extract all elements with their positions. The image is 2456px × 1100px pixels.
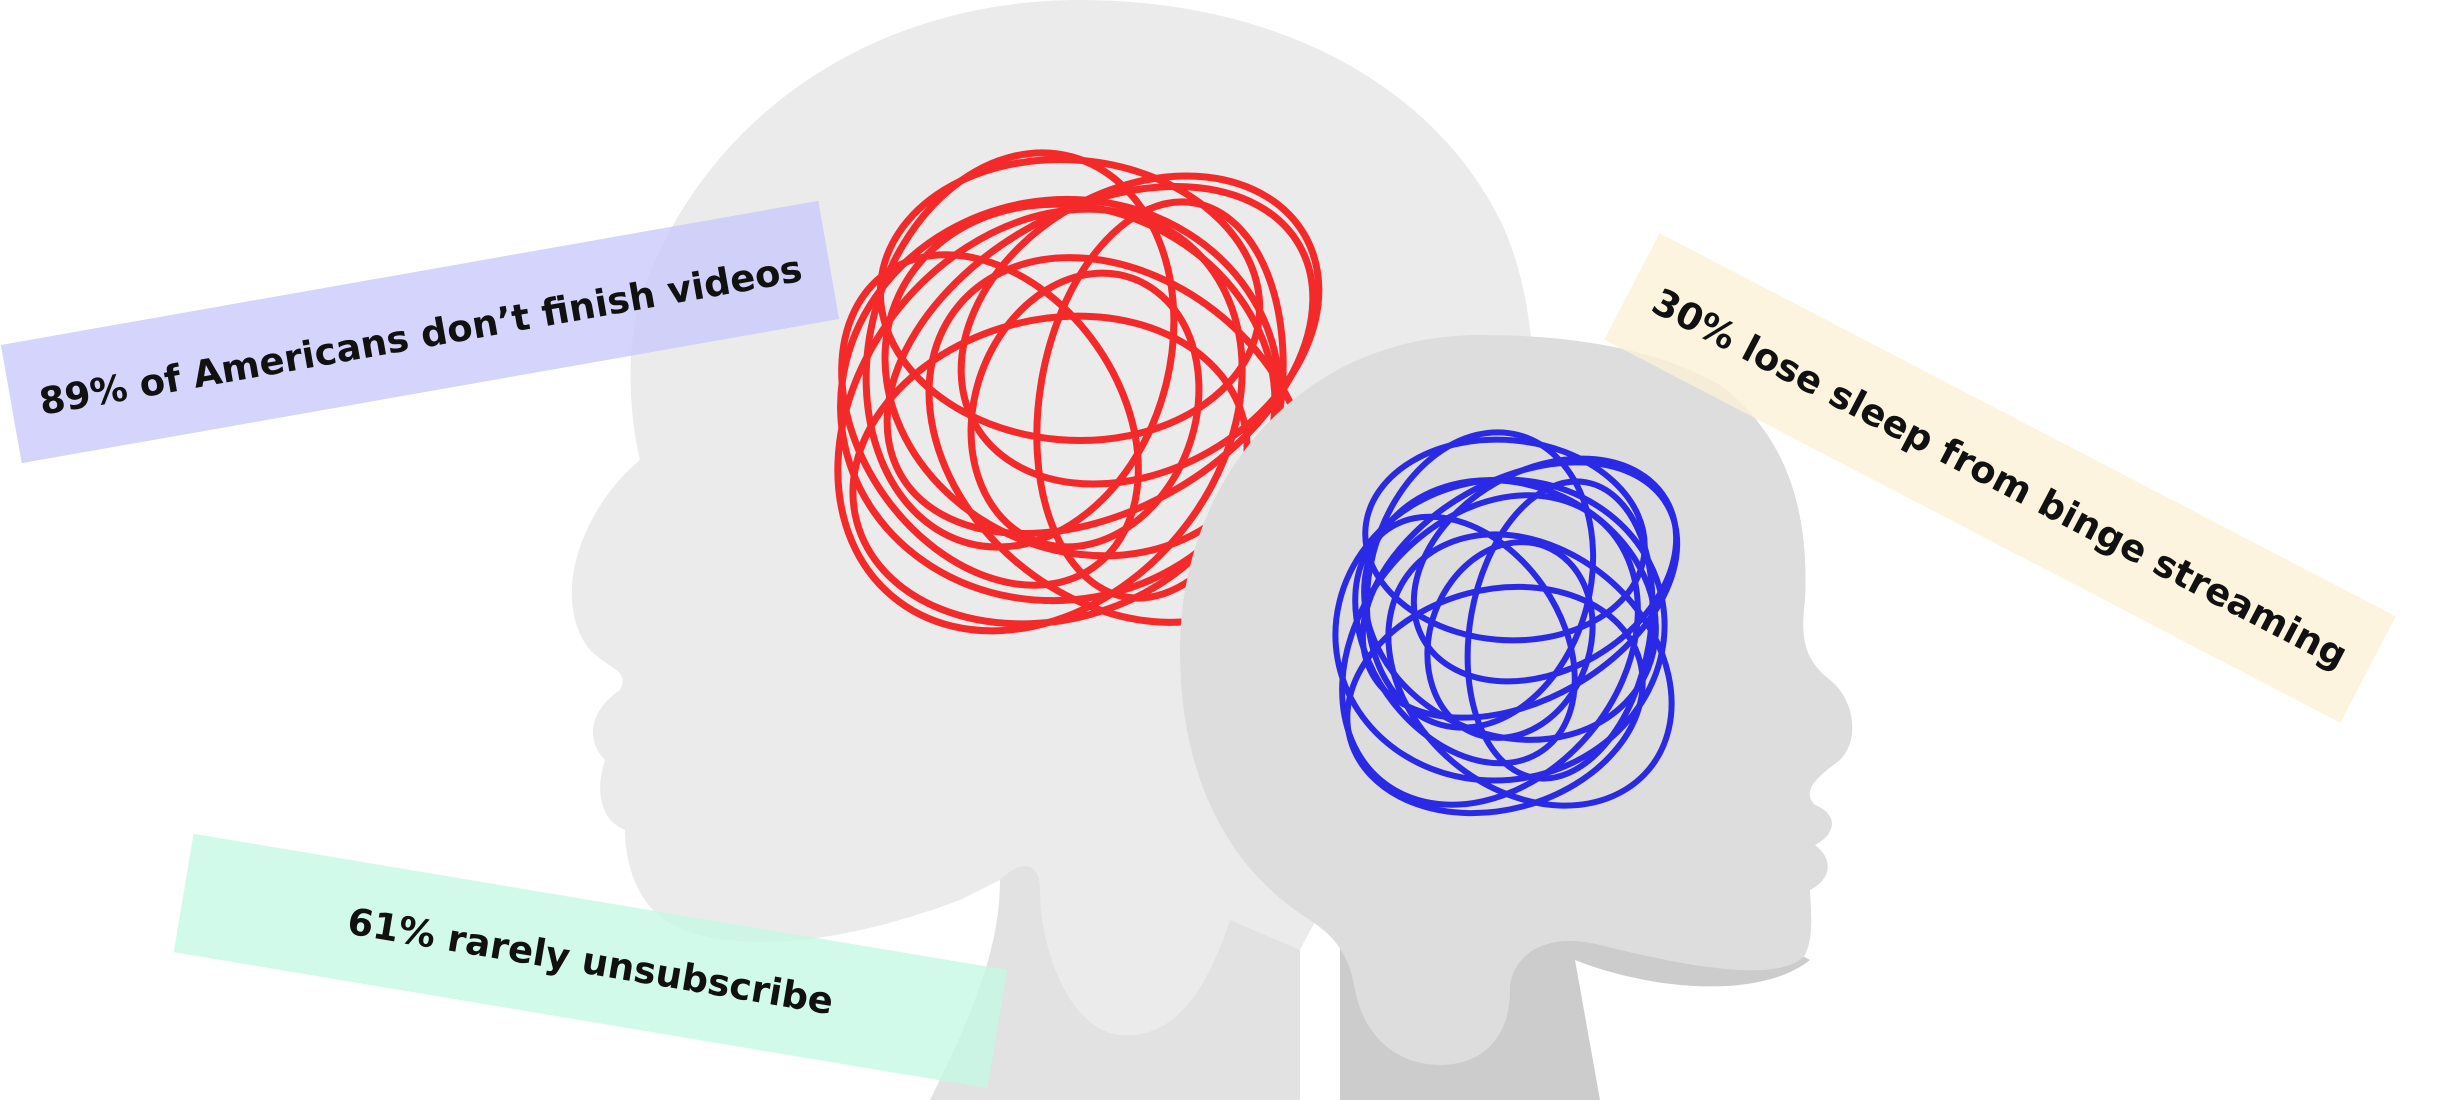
red-loop	[876, 156, 1264, 444]
blue-loop	[1352, 513, 1578, 767]
blue-loop	[1385, 531, 1675, 809]
blue-loop	[1464, 478, 1656, 782]
blue-loop	[1339, 492, 1641, 808]
red-loop	[883, 183, 1317, 537]
right-head-silhouette-icon	[1180, 335, 1853, 1100]
red-loop	[957, 172, 1323, 488]
blue-loop	[1410, 455, 1680, 685]
red-loop	[834, 205, 1246, 635]
red-scribble-icon	[834, 149, 1323, 635]
right-head-shape	[1180, 335, 1853, 1065]
red-loop	[838, 251, 1142, 589]
blue-loop	[1363, 429, 1597, 731]
blue-scribble-icon	[1332, 429, 1681, 817]
blue-loop	[1344, 583, 1646, 817]
left-neck-fold	[930, 866, 1300, 1100]
red-loop	[967, 269, 1203, 551]
blue-loop	[1424, 539, 1596, 741]
